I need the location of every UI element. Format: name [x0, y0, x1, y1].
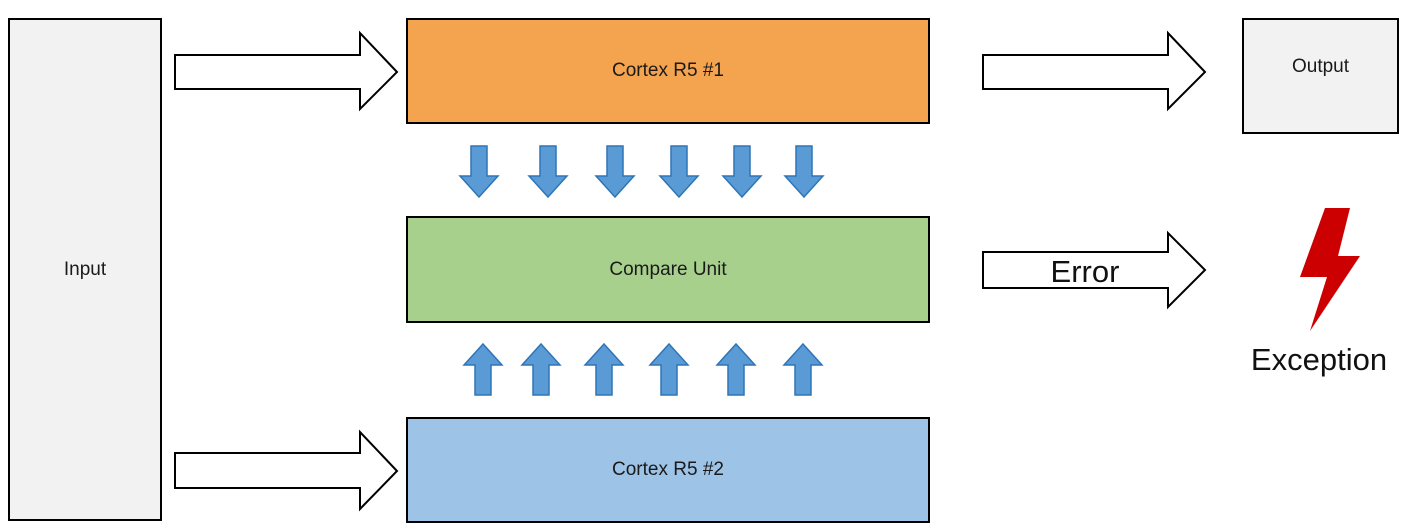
compare-unit-box: Compare Unit — [406, 216, 930, 323]
down-arrow-2 — [527, 145, 569, 199]
down-arrow-4 — [658, 145, 700, 199]
up-arrow-3 — [583, 342, 625, 396]
cortex-r5-1-box: Cortex R5 #1 — [406, 18, 930, 124]
up-arrows — [462, 342, 824, 396]
arrow-core1-to-output — [982, 30, 1207, 112]
down-arrow-6 — [783, 145, 825, 199]
arrow-input-to-core1 — [174, 30, 399, 112]
up-arrow-2 — [520, 342, 562, 396]
exception-label: Exception — [1251, 342, 1387, 377]
lightning-icon — [1300, 208, 1360, 331]
cortex-r5-2-label: Cortex R5 #2 — [612, 459, 724, 480]
compare-unit-label: Compare Unit — [609, 258, 727, 280]
up-arrow-6 — [782, 342, 824, 396]
down-arrow-1 — [458, 145, 500, 199]
down-arrow-3 — [594, 145, 636, 199]
cortex-r5-1-label: Cortex R5 #1 — [612, 60, 724, 81]
down-arrow-5 — [721, 145, 763, 199]
output-label: Output — [1291, 56, 1350, 77]
input-label: Input — [63, 258, 107, 280]
error-label: Error — [1051, 254, 1120, 289]
down-arrows — [458, 145, 825, 199]
arrow-error — [982, 230, 1207, 310]
up-arrow-1 — [462, 342, 504, 396]
arrow-input-to-core2 — [174, 429, 399, 512]
input-box: Input — [8, 18, 162, 521]
up-arrow-5 — [715, 342, 757, 396]
cortex-r5-2-box: Cortex R5 #2 — [406, 417, 930, 523]
output-box: Output — [1242, 18, 1399, 134]
up-arrow-4 — [648, 342, 690, 396]
